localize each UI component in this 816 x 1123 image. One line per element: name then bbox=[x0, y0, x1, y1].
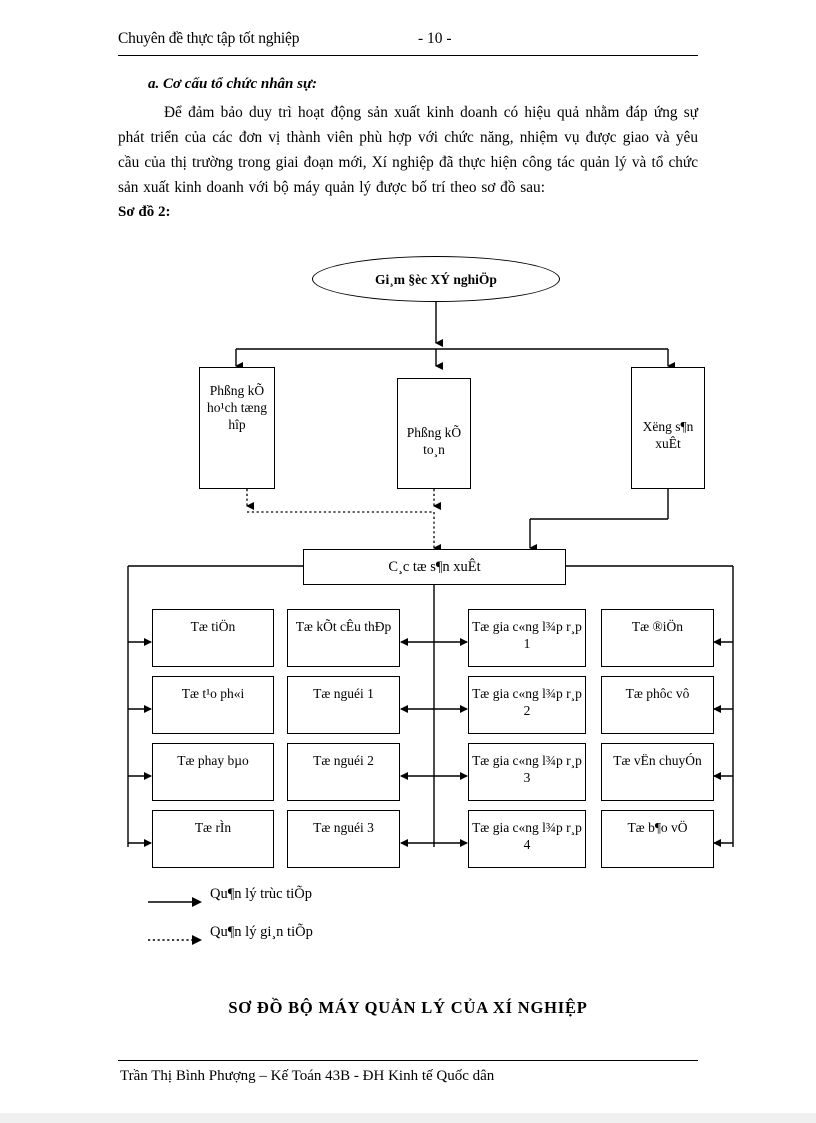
org-cell-c4-r3-label: Tæ vËn chuyÓn bbox=[613, 753, 702, 768]
org-cell-c3-r2[interactable]: Tæ gia c«ng l¾p r¸p 2 bbox=[468, 676, 586, 734]
org-cell-c2-r1[interactable]: Tæ kÕt cÊu thÐp bbox=[287, 609, 400, 667]
footer-text: Trần Thị Bình Phượng – Kế Toán 43B - ĐH … bbox=[120, 1068, 495, 1084]
org-cell-c3-r4-label: Tæ gia c«ng l¾p r¸p 4 bbox=[472, 820, 582, 852]
org-cell-c2-r4-label: Tæ nguéi 3 bbox=[313, 820, 374, 835]
page-bottom-band bbox=[0, 1113, 816, 1123]
org-node-department-workshop-label: Xëng s¶n xuÊt bbox=[642, 419, 694, 451]
org-cell-c4-r4-label: Tæ b¶o vÖ bbox=[627, 820, 688, 835]
legend-item-direct-label: Qu¶n lý trùc tiÕp bbox=[210, 886, 313, 902]
header-page-number: - 10 - bbox=[418, 30, 452, 47]
org-cell-c1-r4-label: Tæ rÌn bbox=[194, 820, 232, 835]
org-node-department-planning-label: Phßng kÕ ho¹ch tæng hîp bbox=[207, 383, 267, 432]
header-title: Chuyên đề thực tập tốt nghiệp bbox=[118, 30, 300, 47]
org-cell-c4-r4[interactable]: Tæ b¶o vÖ bbox=[601, 810, 714, 868]
footer-divider bbox=[118, 1060, 698, 1061]
org-cell-c2-r2[interactable]: Tæ nguéi 1 bbox=[287, 676, 400, 734]
org-cell-c2-r3-label: Tæ nguéi 2 bbox=[313, 753, 374, 768]
org-cell-c1-r2-label: Tæ t¹o ph«i bbox=[181, 686, 245, 701]
org-node-department-planning[interactable]: Phßng kÕ ho¹ch tæng hîp bbox=[199, 367, 275, 489]
legend-dotted-arrow-icon bbox=[148, 935, 202, 945]
org-node-department-accounting[interactable]: Phßng kÕ to¸n bbox=[397, 378, 471, 489]
org-cell-c3-r2-label: Tæ gia c«ng l¾p r¸p 2 bbox=[472, 686, 582, 718]
page-header: Chuyên đề thực tập tốt nghiệp - 10 - bbox=[118, 30, 698, 56]
org-cell-c1-r1-label: Tæ tiÖn bbox=[190, 619, 236, 634]
org-cell-c2-r3[interactable]: Tæ nguéi 2 bbox=[287, 743, 400, 801]
org-cell-c1-r1[interactable]: Tæ tiÖn bbox=[152, 609, 274, 667]
section-heading: a. Cơ cấu tổ chức nhân sự: bbox=[148, 76, 317, 92]
org-chart-diagram: Gi¸m §èc XÝ nghiÖp Phßng kÕ ho¹ch tæng h… bbox=[0, 236, 816, 956]
body-paragraph: Để đảm bảo duy trì hoạt động sản xuất ki… bbox=[118, 104, 698, 196]
org-cell-c4-r2-label: Tæ phôc vô bbox=[625, 686, 690, 701]
org-node-director[interactable]: Gi¸m §èc XÝ nghiÖp bbox=[312, 256, 560, 302]
org-cell-c3-r1[interactable]: Tæ gia c«ng l¾p r¸p 1 bbox=[468, 609, 586, 667]
org-cell-c2-r2-label: Tæ nguéi 1 bbox=[313, 686, 374, 701]
org-cell-c3-r3-label: Tæ gia c«ng l¾p r¸p 3 bbox=[472, 753, 582, 785]
org-cell-c2-r4[interactable]: Tæ nguéi 3 bbox=[287, 810, 400, 868]
org-cell-c4-r1[interactable]: Tæ ®iÖn bbox=[601, 609, 714, 667]
legend-solid-arrow-icon bbox=[148, 897, 202, 907]
org-cell-c1-r3[interactable]: Tæ phay bµo bbox=[152, 743, 274, 801]
org-cell-c3-r3[interactable]: Tæ gia c«ng l¾p r¸p 3 bbox=[468, 743, 586, 801]
org-cell-c3-r4[interactable]: Tæ gia c«ng l¾p r¸p 4 bbox=[468, 810, 586, 868]
org-node-production-teams-hub[interactable]: C¸c tæ s¶n xuÊt bbox=[303, 549, 566, 585]
org-node-production-teams-hub-label: C¸c tæ s¶n xuÊt bbox=[388, 558, 481, 575]
org-cell-c1-r2[interactable]: Tæ t¹o ph«i bbox=[152, 676, 274, 734]
org-cell-c1-r3-label: Tæ phay bµo bbox=[177, 753, 249, 768]
diagram-caption: SƠ ĐỒ BỘ MÁY QUẢN LÝ CỦA XÍ NGHIỆP bbox=[228, 998, 588, 1017]
org-cell-c4-r1-label: Tæ ®iÖn bbox=[631, 619, 684, 634]
diagram-label: Sơ đồ 2: bbox=[118, 204, 171, 220]
diagram-connectors bbox=[127, 302, 734, 847]
org-node-department-workshop[interactable]: Xëng s¶n xuÊt bbox=[631, 367, 705, 489]
legend-item-indirect-label: Qu¶n lý gi¸n tiÕp bbox=[210, 924, 313, 940]
org-cell-c1-r4[interactable]: Tæ rÌn bbox=[152, 810, 274, 868]
header-divider bbox=[118, 55, 698, 56]
org-cell-c4-r3[interactable]: Tæ vËn chuyÓn bbox=[601, 743, 714, 801]
org-node-department-accounting-label: Phßng kÕ to¸n bbox=[406, 424, 462, 457]
org-cell-c2-r1-label: Tæ kÕt cÊu thÐp bbox=[295, 619, 392, 634]
org-cell-c3-r1-label: Tæ gia c«ng l¾p r¸p 1 bbox=[472, 619, 582, 651]
org-cell-c4-r2[interactable]: Tæ phôc vô bbox=[601, 676, 714, 734]
org-node-director-label: Gi¸m §èc XÝ nghiÖp bbox=[375, 271, 497, 287]
